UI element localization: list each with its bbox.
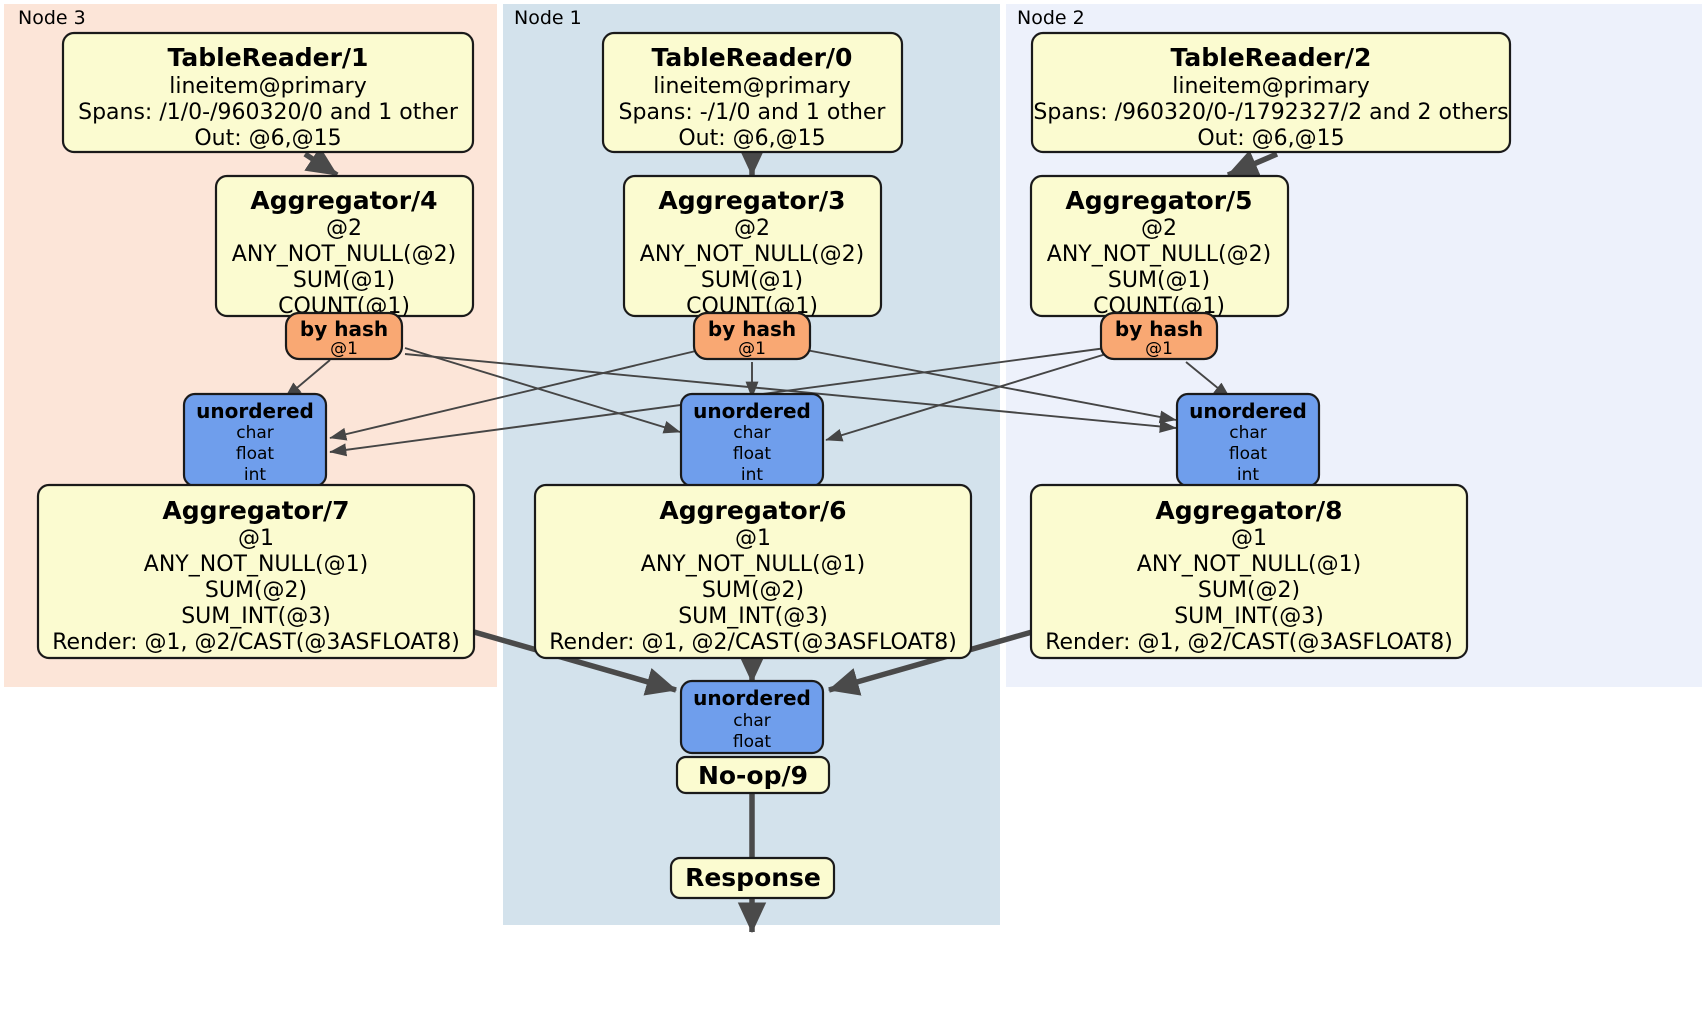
aggregator-8-render: Render: @1, @2/CAST(@3ASFLOAT8) (1045, 630, 1453, 655)
table-reader-1-out: Out: @6,@15 (194, 126, 341, 151)
aggregator-6-func-1: ANY_NOT_NULL(@1) (641, 552, 865, 577)
table-reader-0-title: TableReader/0 (652, 43, 853, 72)
synchronizer-6-type-3: int (741, 465, 763, 485)
aggregator-6-func-3: SUM_INT(@3) (678, 604, 828, 629)
aggregator-6-render: Render: @1, @2/CAST(@3ASFLOAT8) (549, 630, 957, 655)
aggregator-8-group: @1 (1231, 526, 1267, 551)
table-reader-0-table: lineitem@primary (653, 74, 851, 99)
response-title: Response (685, 863, 821, 892)
edge-agg8-sync9 (827, 629, 1033, 696)
table-reader-0-out: Out: @6,@15 (678, 126, 825, 151)
table-reader-1-spans: Spans: /1/0-/960320/0 and 1 other (78, 100, 459, 125)
table-reader-0-spans: Spans: -/1/0 and 1 other (619, 100, 887, 125)
router-by-hash-4-title: by hash (300, 317, 388, 341)
aggregator-4[interactable]: Aggregator/4 @2 ANY_NOT_NULL(@2) SUM(@1)… (214, 174, 475, 319)
synchronizer-8-type-2: float (1229, 444, 1268, 464)
aggregator-4-func-1: ANY_NOT_NULL(@2) (232, 242, 456, 267)
router-by-hash-3-column: @1 (738, 339, 766, 359)
aggregator-7-func-1: ANY_NOT_NULL(@1) (144, 552, 368, 577)
edge-router3-sync7 (329, 349, 701, 441)
edge-router3-sync8 (805, 349, 1177, 424)
aggregator-3-title: Aggregator/3 (658, 186, 845, 215)
table-reader-2-table: lineitem@primary (1172, 74, 1370, 99)
synchronizer-7-type-2: float (236, 444, 275, 464)
aggregator-7-group: @1 (238, 526, 274, 551)
aggregator-4-func-2: SUM(@1) (293, 268, 395, 293)
edge-agg7-sync9 (473, 629, 678, 696)
aggregator-5-group: @2 (1141, 216, 1177, 241)
aggregator-7-title: Aggregator/7 (162, 496, 349, 525)
table-reader-2-spans: Spans: /960320/0-/1792327/2 and 2 others (1033, 100, 1508, 125)
router-by-hash-4[interactable]: by hash @1 (284, 311, 404, 361)
response-node[interactable]: Response (669, 856, 836, 900)
edge-router4-sync7 (284, 359, 331, 399)
router-by-hash-4-column: @1 (330, 339, 358, 359)
router-by-hash-5-title: by hash (1115, 317, 1203, 341)
aggregator-3-func-1: ANY_NOT_NULL(@2) (640, 242, 864, 267)
table-reader-0[interactable]: TableReader/0 lineitem@primary Spans: -/… (601, 31, 904, 154)
synchronizer-8[interactable]: unordered char float int (1175, 392, 1321, 488)
synchronizer-7-type-3: int (244, 465, 266, 485)
synchronizer-9-type-1: char (733, 711, 771, 731)
synchronizer-8-title: unordered (1189, 399, 1307, 423)
router-by-hash-3[interactable]: by hash @1 (692, 311, 812, 361)
table-reader-1[interactable]: TableReader/1 lineitem@primary Spans: /1… (61, 31, 475, 154)
table-reader-1-title: TableReader/1 (168, 43, 369, 72)
table-reader-2[interactable]: TableReader/2 lineitem@primary Spans: /9… (1030, 31, 1512, 154)
panel-label-node2: Node 2 (1017, 7, 1085, 29)
synchronizer-7[interactable]: unordered char float int (182, 392, 328, 488)
table-reader-2-title: TableReader/2 (1171, 43, 1372, 72)
synchronizer-6-type-1: char (733, 423, 771, 443)
synchronizer-9[interactable]: unordered char float (679, 679, 825, 755)
aggregator-7-func-2: SUM(@2) (205, 578, 307, 603)
aggregator-8[interactable]: Aggregator/8 @1 ANY_NOT_NULL(@1) SUM(@2)… (1029, 483, 1469, 660)
router-by-hash-5[interactable]: by hash @1 (1099, 311, 1219, 361)
aggregator-6-group: @1 (735, 526, 771, 551)
aggregator-5-func-2: SUM(@1) (1108, 268, 1210, 293)
panel-label-node3: Node 3 (18, 7, 86, 29)
router-by-hash-5-column: @1 (1145, 339, 1173, 359)
aggregator-8-title: Aggregator/8 (1155, 496, 1342, 525)
aggregator-3[interactable]: Aggregator/3 @2 ANY_NOT_NULL(@2) SUM(@1)… (622, 174, 883, 319)
synchronizer-8-type-1: char (1229, 423, 1267, 443)
aggregator-8-func-1: ANY_NOT_NULL(@1) (1137, 552, 1361, 577)
aggregator-7[interactable]: Aggregator/7 @1 ANY_NOT_NULL(@1) SUM(@2)… (36, 483, 476, 660)
edge-router5-sync8 (1185, 361, 1231, 399)
router-by-hash-3-title: by hash (708, 317, 796, 341)
aggregator-3-func-2: SUM(@1) (701, 268, 803, 293)
synchronizer-6-title: unordered (693, 399, 811, 423)
synchronizer-8-type-3: int (1237, 465, 1259, 485)
edge-router5-sync6 (825, 353, 1107, 442)
edge-tr2-agg5 (1226, 150, 1279, 178)
panel-label-node1: Node 1 (514, 7, 582, 29)
table-reader-1-table: lineitem@primary (169, 74, 367, 99)
aggregator-4-title: Aggregator/4 (250, 186, 437, 215)
aggregator-5-func-1: ANY_NOT_NULL(@2) (1047, 242, 1271, 267)
aggregator-5-title: Aggregator/5 (1065, 186, 1252, 215)
synchronizer-7-type-1: char (236, 423, 274, 443)
aggregator-7-render: Render: @1, @2/CAST(@3ASFLOAT8) (52, 630, 460, 655)
synchronizer-6-type-2: float (733, 444, 772, 464)
aggregator-6-func-2: SUM(@2) (702, 578, 804, 603)
aggregator-4-group: @2 (326, 216, 362, 241)
aggregator-8-func-2: SUM(@2) (1198, 578, 1300, 603)
aggregator-8-func-3: SUM_INT(@3) (1174, 604, 1324, 629)
no-op-9-title: No-op/9 (698, 761, 808, 790)
synchronizer-9-type-2: float (733, 732, 772, 752)
aggregator-6-title: Aggregator/6 (659, 496, 846, 525)
synchronizer-6[interactable]: unordered char float int (679, 392, 825, 488)
table-reader-2-out: Out: @6,@15 (1197, 126, 1344, 151)
aggregator-5[interactable]: Aggregator/5 @2 ANY_NOT_NULL(@2) SUM(@1)… (1029, 174, 1290, 319)
aggregator-7-func-3: SUM_INT(@3) (181, 604, 331, 629)
edge-router4-sync6 (404, 347, 681, 434)
edge-tr1-agg4 (303, 146, 339, 178)
no-op-9[interactable]: No-op/9 (675, 755, 831, 795)
synchronizer-9-title: unordered (693, 686, 811, 710)
aggregator-3-group: @2 (734, 216, 770, 241)
synchronizer-7-title: unordered (196, 399, 314, 423)
aggregator-6[interactable]: Aggregator/6 @1 ANY_NOT_NULL(@1) SUM(@2)… (533, 483, 973, 660)
